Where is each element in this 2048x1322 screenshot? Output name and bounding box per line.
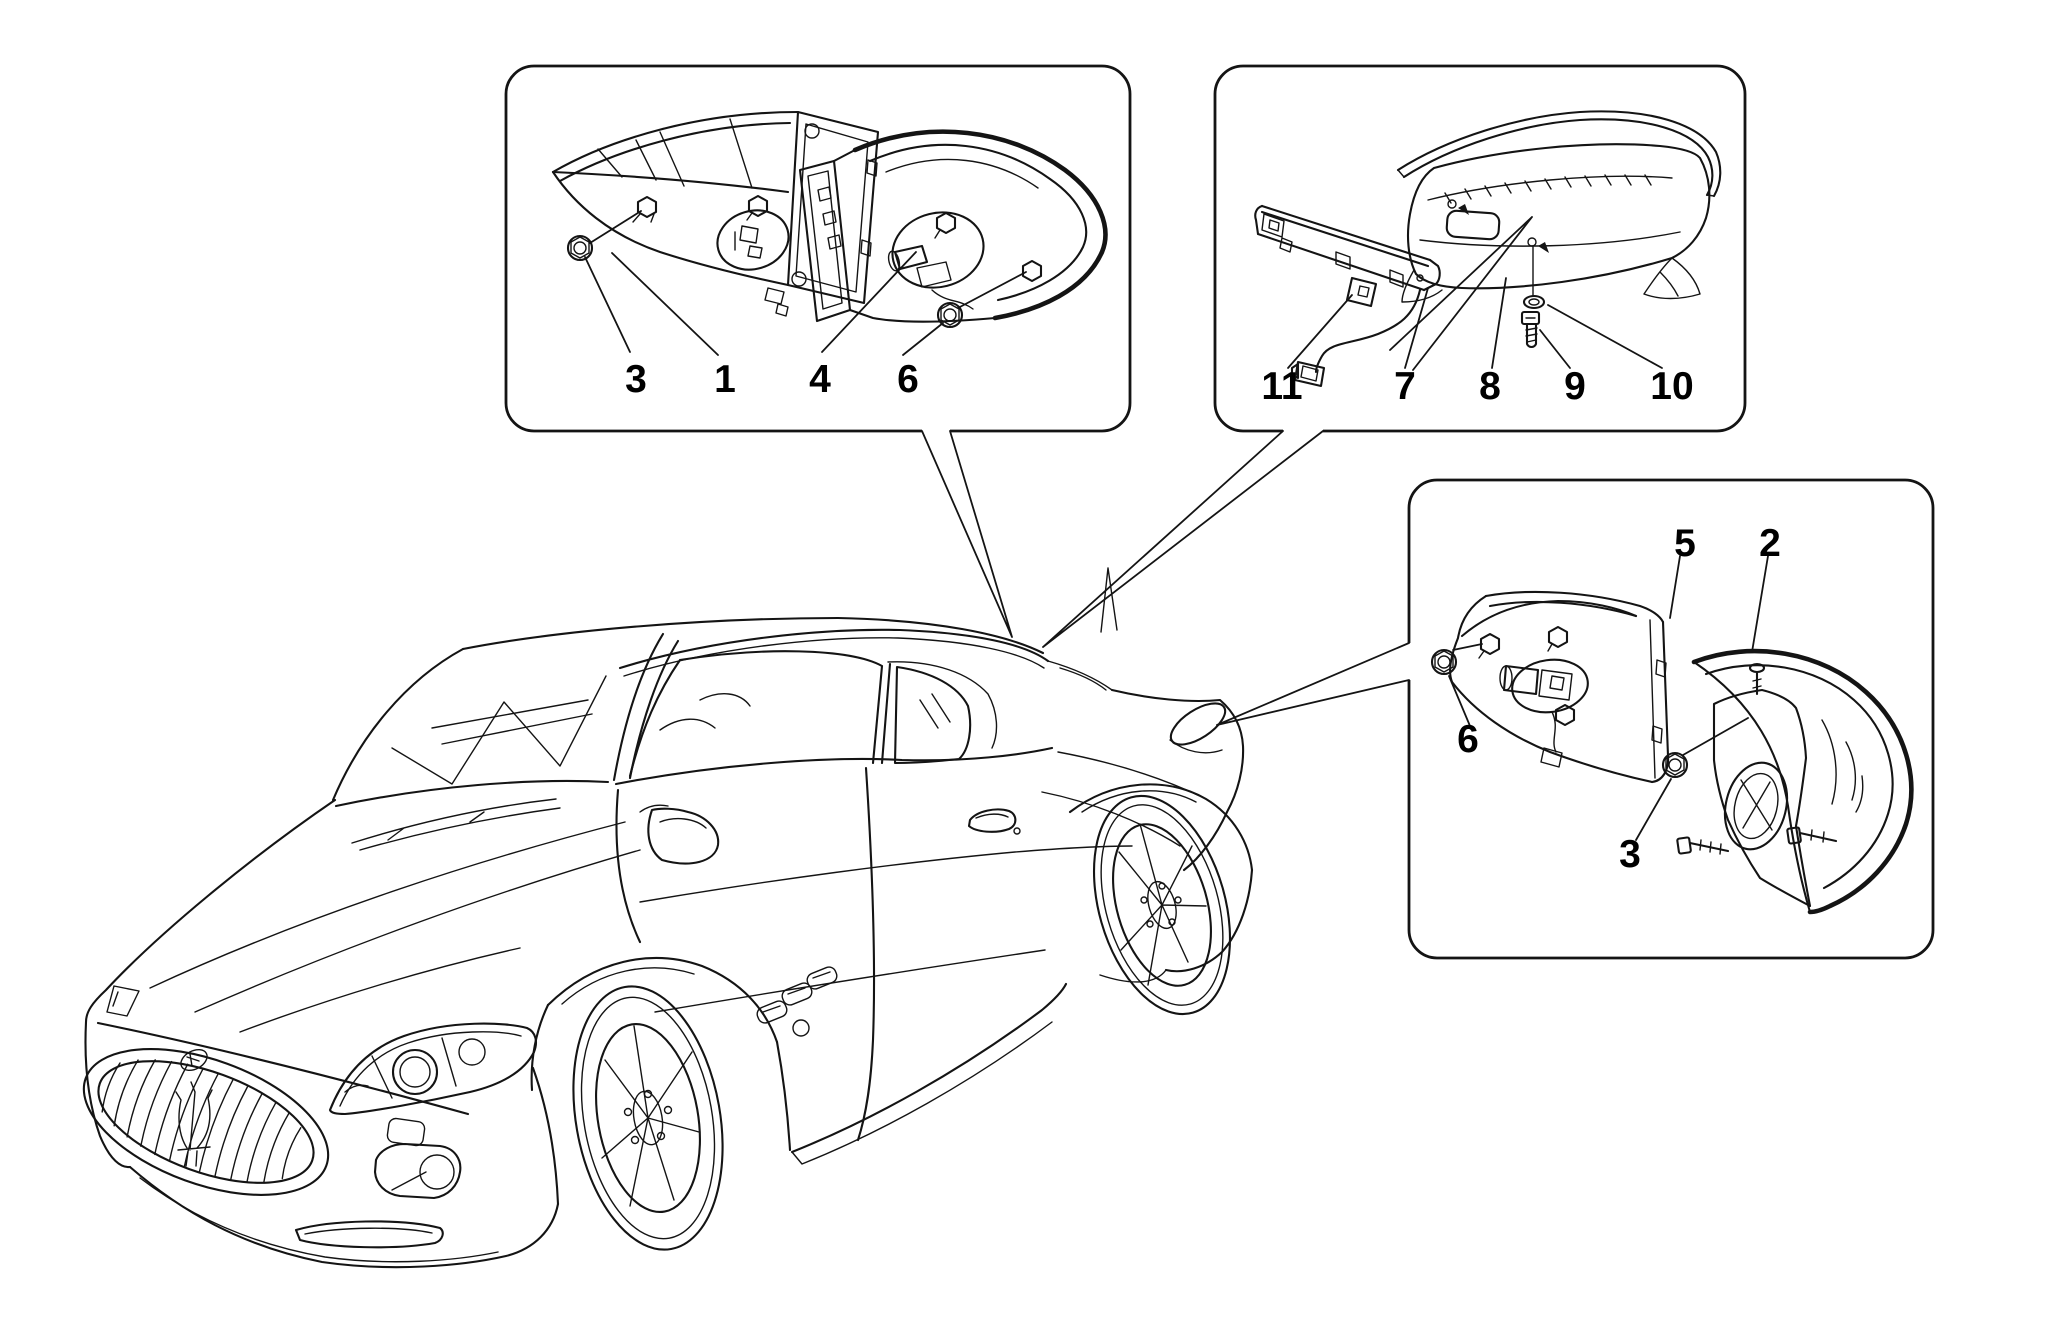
taillight-housing-outer-drawing <box>798 129 1108 329</box>
mounting-screw <box>1676 836 1730 855</box>
callout-box-third-stop-light: 11 7 8 9 10 <box>1213 64 1747 433</box>
callout-box-taillights-left: 3 1 4 6 <box>504 64 1132 433</box>
stud-nut <box>1547 625 1569 652</box>
callout-box-border <box>504 64 1132 433</box>
callout-connector-lines <box>921 430 1410 726</box>
hood-badge <box>180 1048 208 1072</box>
grille <box>82 1048 330 1196</box>
fog-light <box>373 1117 462 1200</box>
part-number-label: 6 <box>1457 718 1479 761</box>
side-windows <box>628 650 998 778</box>
lower-intake <box>294 1220 444 1249</box>
harness-clip-drawing <box>1345 276 1378 308</box>
front-wheel <box>530 956 792 1251</box>
nut-part-3 <box>566 234 594 262</box>
fender-vents <box>756 966 838 1037</box>
screw-washer-drawing <box>1520 245 1546 349</box>
stud-nut <box>1021 259 1043 283</box>
nut-part-6 <box>1430 648 1458 676</box>
door-handle <box>967 808 1021 835</box>
trident-emblem <box>175 1081 213 1167</box>
side-mirror <box>639 804 720 865</box>
stud-nut <box>746 194 769 221</box>
stud-nut <box>1554 703 1576 727</box>
part-number-label: 9 <box>1564 365 1586 408</box>
rear-wheel <box>1068 783 1254 1016</box>
callout-box-taillights-right: 5 2 6 3 <box>1407 478 1935 960</box>
part-number-label: 1 <box>714 358 736 401</box>
mounting-screw <box>1786 826 1838 845</box>
third-stop-light-drawing <box>1254 204 1441 388</box>
stud-nut <box>1478 632 1501 659</box>
rear-shelf-panel-drawing <box>1401 143 1711 303</box>
leader-lines <box>1287 216 1663 371</box>
antenna <box>1100 567 1118 633</box>
stud-nut <box>934 211 957 239</box>
headlight <box>328 1022 537 1116</box>
nut-part-6 <box>936 301 964 329</box>
part-number-label: 3 <box>1619 833 1641 876</box>
connector-plug-drawing <box>1290 360 1326 388</box>
part-number-label: 7 <box>1394 365 1416 408</box>
taillight-lens-outer-drawing <box>1661 648 1914 915</box>
part-number-label: 11 <box>1261 365 1302 408</box>
part-number-label: 6 <box>897 358 919 401</box>
callout-box-border <box>1407 478 1935 960</box>
car-illustration <box>82 567 1254 1269</box>
nut-part-3 <box>1661 751 1689 779</box>
wipers <box>351 798 561 851</box>
part-number-label: 3 <box>625 358 647 401</box>
shelf-seal-strip-drawing <box>1396 110 1722 198</box>
part-number-label: 5 <box>1674 522 1696 565</box>
part-number-label: 2 <box>1759 522 1781 565</box>
tail-light-edge <box>1169 702 1227 754</box>
taillight-housing-inner-drawing <box>551 110 880 317</box>
leader-lines <box>1448 555 1769 841</box>
part-number-label: 4 <box>809 358 831 401</box>
taillight-housing-inner-drawing <box>1430 590 1670 784</box>
callout-box-border <box>1213 64 1747 433</box>
part-number-label: 8 <box>1479 365 1501 408</box>
leader-lines <box>584 210 1027 356</box>
stud-nut <box>632 195 658 223</box>
wiring-harness-drawing <box>1314 288 1422 374</box>
part-number-label: 10 <box>1650 365 1693 408</box>
